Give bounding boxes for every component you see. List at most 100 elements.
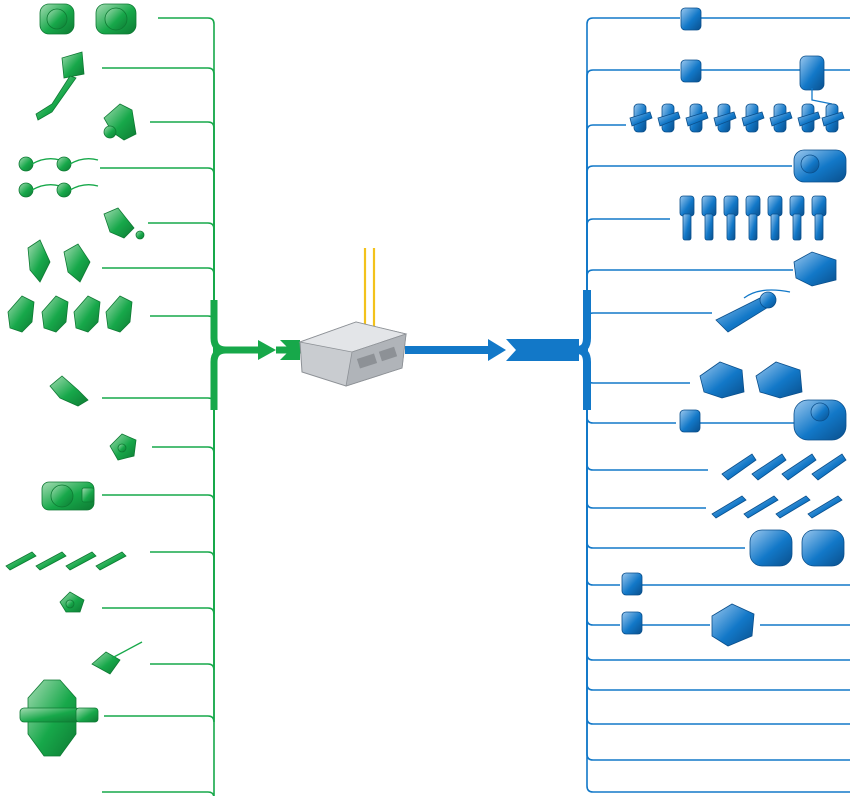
component-part [135,230,145,240]
component-part [657,111,681,127]
component-part [811,195,827,217]
knock-sensor-icon [18,156,99,198]
component-part [35,551,67,571]
accelerator-pedal-module-icon [35,51,85,121]
component-part [814,213,824,241]
output-components [621,7,847,647]
component-part [755,361,803,399]
component-part [748,213,758,241]
component-part [56,182,72,198]
component-part [41,295,69,333]
brake-light-switch-icon [91,641,143,675]
component-part [797,111,821,127]
component-part [800,154,820,174]
component-part [701,195,717,217]
throttle-valve-actuator-icon [793,149,847,183]
output-branch-line [586,124,626,350]
input-branch-line [102,350,215,615]
ignition-coil-icon [679,195,827,241]
component-wire [69,158,99,165]
component-part [743,495,779,519]
component-part [56,156,72,172]
component-part [27,239,51,283]
component-wire [31,158,61,165]
component-part [811,453,847,481]
component-part [104,7,128,31]
output-branch-line [586,350,850,793]
wiring-harness [363,248,376,328]
output-arrow-tail-icon [506,339,579,361]
ecu-connector [378,346,398,362]
input-branch-line [152,350,215,454]
component-part [682,213,692,241]
input-branch-line [104,350,215,723]
input-bus [210,300,304,410]
component-part [81,487,95,503]
fuel-pump-relay-icon [680,7,702,31]
output-branch-line [586,69,680,350]
oil-temperature-sensor-icon [109,433,137,461]
radiator-fan-relay-icon [621,572,643,596]
component-part [713,111,737,127]
component-part [117,443,127,453]
input-arrow-icon [258,340,276,360]
component-part [781,453,817,481]
component-part [5,551,37,571]
component-part [621,611,643,635]
input-bus-upper [210,300,262,354]
input-branch-line [102,267,215,350]
component-part [18,156,34,172]
component-part [680,59,702,83]
fuel-injector-icon [629,103,845,133]
component-part [792,213,802,241]
component-part [793,251,837,287]
coolant-temperature-sensor-icon [49,375,89,407]
component-part [65,551,97,571]
component-part [7,295,35,333]
radiator-fan-control-icon [621,603,755,647]
intake-flap-valve-icon [721,453,847,481]
component-part [46,8,68,30]
component-part [35,75,77,121]
component-wire [111,641,143,659]
component-part [73,295,101,333]
component-part [95,551,127,571]
input-branch-line [150,350,215,559]
component-part [741,111,765,127]
input-branch-line [148,222,215,350]
component-part [821,111,845,127]
component-part [721,453,757,481]
throttle-valve-module-icon [41,481,95,511]
component-part [775,495,811,519]
fuel-pump-module-icon [680,55,833,105]
input-bus-lower [210,346,227,410]
input-branch-line [158,17,215,350]
output-branch-line [586,269,793,350]
component-part [770,213,780,241]
activated-charcoal-filter-valve-icon [699,361,803,399]
component-part [685,111,709,127]
component-part [789,195,805,217]
input-branches [100,17,215,796]
input-branch-line [100,167,215,350]
component-part [704,213,714,241]
component-wire [743,289,791,299]
input-components [5,3,145,757]
engine-speed-sensor-icon [103,103,137,141]
component-part [810,402,830,422]
component-part [749,529,793,567]
component-part [799,55,825,91]
component-part [751,453,787,481]
input-branch-line [102,350,215,502]
mass-air-flow-sensor-icon [39,3,137,35]
component-part [19,707,81,723]
component-part [680,7,702,31]
component-part [103,207,135,239]
output-arrow-icon [488,339,506,361]
component-part [65,599,75,609]
component-part [801,529,845,567]
component-part [679,409,701,433]
output-branch-line [586,17,680,350]
component-part [75,707,99,723]
component-wire [69,184,99,191]
